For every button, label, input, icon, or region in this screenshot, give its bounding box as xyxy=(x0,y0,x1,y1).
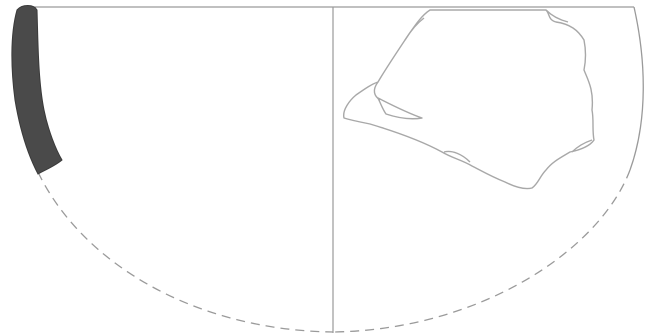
exterior-outer-profile xyxy=(629,6,644,171)
sherd-edge-detail-topright xyxy=(545,9,569,23)
sherd-edge-detail-right xyxy=(571,139,593,153)
sherd-edge-detail-bottom xyxy=(443,150,471,163)
sherd-fragment xyxy=(342,9,595,190)
sherd-crack-inner xyxy=(377,97,423,120)
reconstructed-profile-right xyxy=(332,169,631,333)
wall-section xyxy=(11,5,63,175)
sherd-edge-detail-top xyxy=(373,81,381,101)
reconstructed-profile-left xyxy=(37,171,334,333)
sherd-edge-detail-upper-left xyxy=(404,17,425,41)
